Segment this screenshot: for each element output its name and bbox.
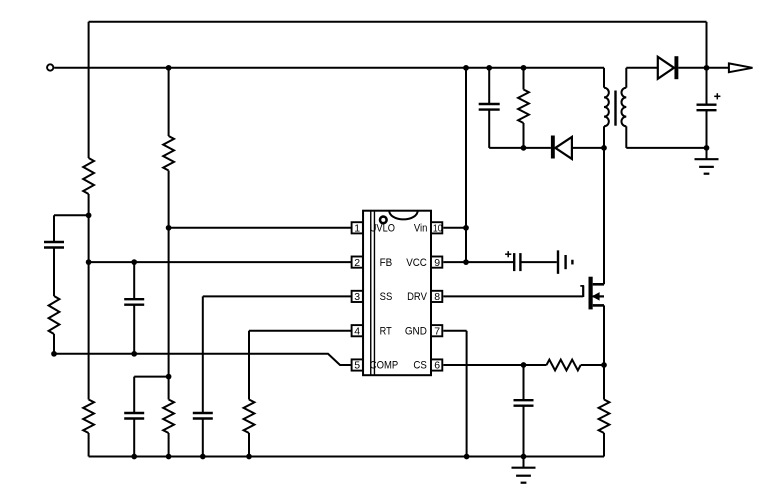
- svg-text:9: 9: [434, 257, 440, 269]
- svg-text:RT: RT: [380, 325, 392, 337]
- svg-text:1: 1: [354, 223, 360, 235]
- svg-text:SS: SS: [380, 291, 393, 303]
- svg-text:UVLO: UVLO: [370, 223, 395, 235]
- svg-text:CS: CS: [413, 360, 427, 372]
- svg-text:10: 10: [433, 223, 443, 235]
- svg-text:8: 8: [434, 291, 440, 303]
- svg-text:FB: FB: [380, 257, 393, 269]
- svg-text:DRV: DRV: [407, 291, 428, 303]
- svg-text:2: 2: [354, 257, 360, 269]
- svg-text:5: 5: [354, 360, 360, 372]
- svg-text:7: 7: [434, 325, 440, 337]
- svg-text:Vin: Vin: [414, 223, 428, 235]
- svg-text:VCC: VCC: [406, 257, 427, 269]
- svg-text:GND: GND: [405, 325, 427, 337]
- svg-text:3: 3: [354, 291, 360, 303]
- svg-text:6: 6: [434, 360, 440, 372]
- svg-text:4: 4: [354, 325, 360, 337]
- svg-text:COMP: COMP: [370, 360, 398, 372]
